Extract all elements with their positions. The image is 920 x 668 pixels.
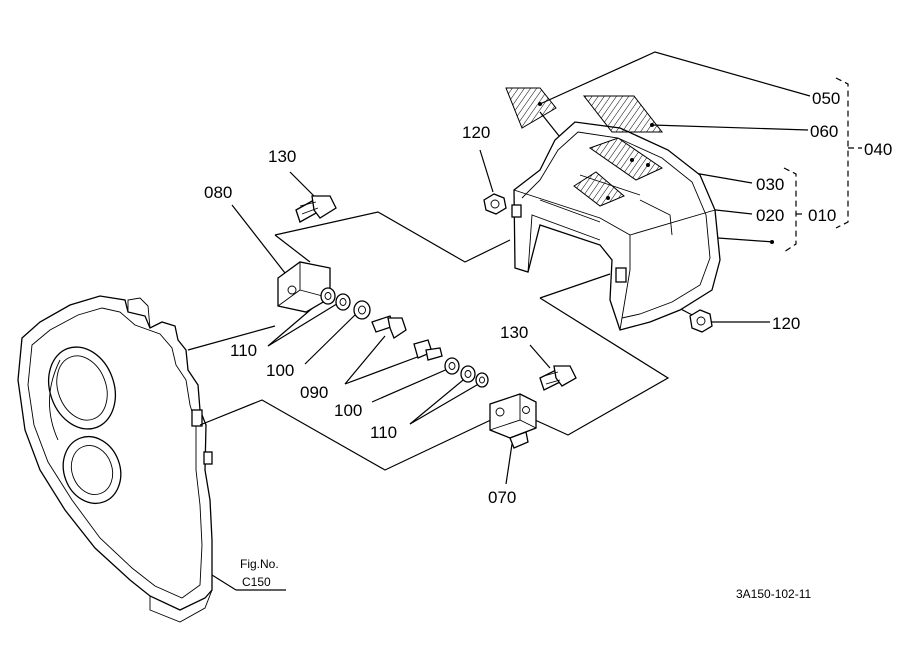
label-060: 060 bbox=[810, 122, 838, 141]
label-110-upper: 110 bbox=[230, 341, 257, 360]
label-110-lower: 110 bbox=[370, 423, 397, 442]
label-070: 070 bbox=[488, 488, 516, 507]
bracket-070 bbox=[489, 393, 537, 449]
assembly-bracket-010 bbox=[783, 167, 806, 253]
drawing-code: 3A150-102-11 bbox=[736, 587, 811, 601]
bolt-130-bottom bbox=[539, 365, 577, 391]
label-080: 080 bbox=[204, 183, 232, 202]
label-plate-020 bbox=[573, 171, 625, 207]
label-130-bottom: 130 bbox=[500, 323, 528, 342]
label-100-upper: 100 bbox=[266, 361, 294, 380]
label-120-top: 120 bbox=[462, 123, 490, 142]
label-020: 020 bbox=[756, 206, 784, 225]
bolt-130-top bbox=[295, 195, 337, 223]
label-100-lower: 100 bbox=[334, 401, 362, 420]
label-040: 040 bbox=[864, 140, 892, 159]
label-030: 030 bbox=[756, 175, 784, 194]
label-plate-030 bbox=[588, 137, 664, 181]
nut-120-top bbox=[483, 193, 507, 215]
label-090: 090 bbox=[300, 383, 328, 402]
figure-reference: Fig.No. C150 bbox=[211, 557, 286, 591]
label-050: 050 bbox=[812, 89, 840, 108]
label-120-right: 120 bbox=[772, 314, 800, 333]
label-010: 010 bbox=[808, 206, 836, 225]
cover-010 bbox=[511, 121, 721, 331]
label-130-top: 130 bbox=[268, 147, 296, 166]
gear-case-housing bbox=[17, 295, 213, 623]
assembly-bracket-040 bbox=[835, 77, 862, 229]
washer-set-upper bbox=[320, 287, 407, 339]
nut-120-right bbox=[689, 309, 713, 333]
bracket-080 bbox=[277, 261, 331, 313]
fig-no-title: Fig.No. bbox=[240, 557, 279, 571]
label-plate-060 bbox=[582, 95, 664, 133]
washer-set-lower bbox=[413, 339, 489, 388]
fig-no-number: C150 bbox=[242, 575, 271, 589]
label-plate-050 bbox=[505, 87, 557, 129]
